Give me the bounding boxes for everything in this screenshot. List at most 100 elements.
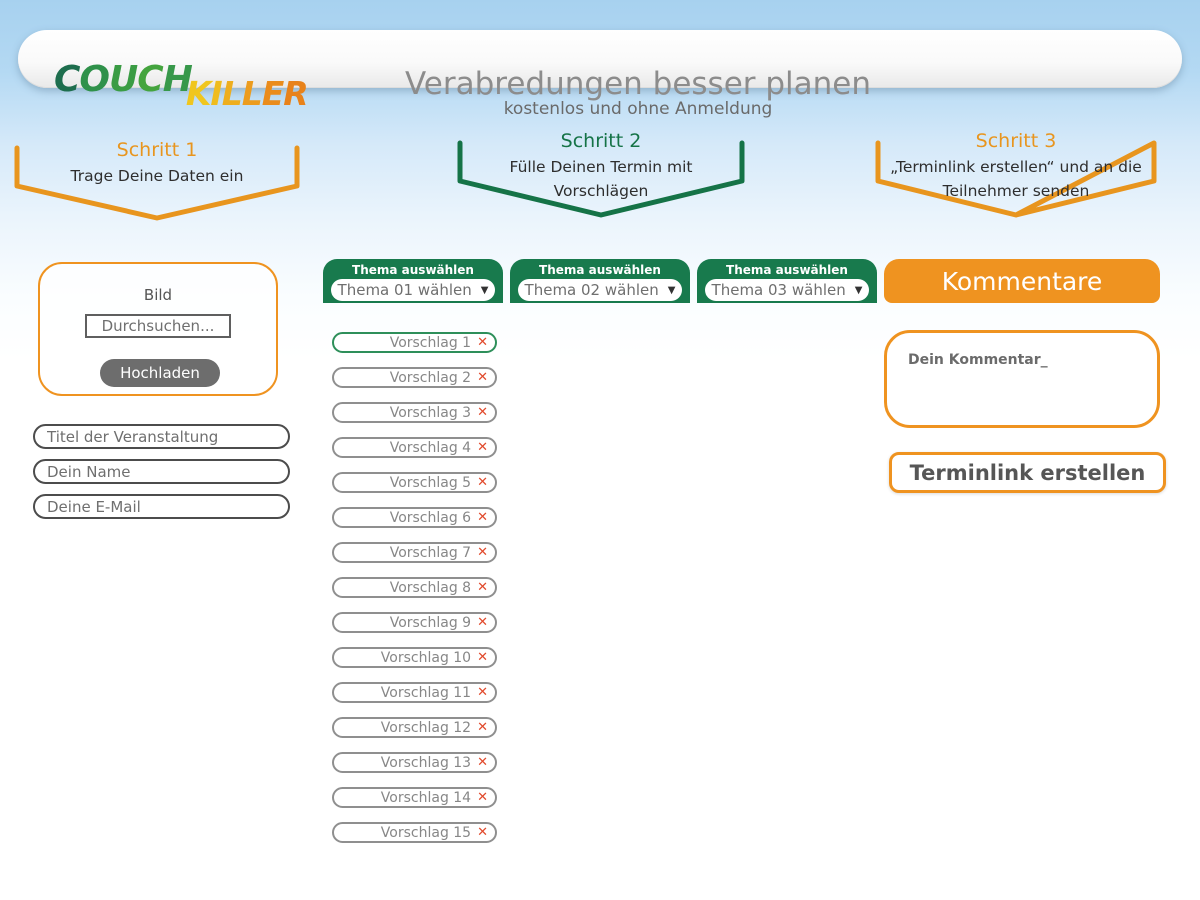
delete-icon[interactable]: ✕ (477, 790, 488, 805)
logo-word-killer: KILLER (185, 62, 309, 113)
browse-file-button[interactable]: Durchsuchen... (85, 314, 231, 338)
logo-letter: L (221, 74, 243, 113)
image-label: Bild (143, 286, 173, 304)
header-bar: COUCH KILLER Verabredungen besser planen… (18, 30, 1182, 119)
theme-1-dropdown[interactable]: Thema 01 wählen ▼ (331, 279, 495, 301)
proposal-pill-4[interactable]: Vorschlag 4 ✕ (332, 437, 497, 458)
delete-icon[interactable]: ✕ (477, 405, 488, 420)
couchkiller-logo: COUCH KILLER (54, 59, 309, 113)
comment-placeholder: Dein Kommentar_ (908, 352, 1048, 368)
delete-icon[interactable]: ✕ (477, 440, 488, 455)
logo-letter: U (109, 59, 138, 100)
delete-icon[interactable]: ✕ (477, 615, 488, 630)
theme-3-dropdown[interactable]: Thema 03 wählen ▼ (705, 279, 869, 301)
step1-subtitle: Trage Deine Daten ein (27, 164, 287, 188)
theme-2-dropdown[interactable]: Thema 02 wählen ▼ (518, 279, 682, 301)
page-title: Verabredungen besser planen (404, 66, 872, 102)
proposal-label: Vorschlag 9 (389, 614, 472, 631)
delete-icon[interactable]: ✕ (477, 755, 488, 770)
proposal-label: Vorschlag 13 (380, 754, 472, 771)
step2-line2: Vorschlägen (553, 182, 649, 200)
proposal-list: Vorschlag 1 ✕ Vorschlag 2 ✕ Vorschlag 3 … (332, 332, 497, 843)
proposal-pill-6[interactable]: Vorschlag 6 ✕ (332, 507, 497, 528)
chevron-down-icon: ▼ (480, 284, 489, 296)
chevron-down-icon: ▼ (667, 284, 676, 296)
proposal-label: Vorschlag 1 (389, 334, 472, 351)
theme-tab-2: Thema auswählen Thema 02 wählen ▼ (510, 259, 690, 303)
proposal-pill-10[interactable]: Vorschlag 10 ✕ (332, 647, 497, 668)
proposal-pill-8[interactable]: Vorschlag 8 ✕ (332, 577, 497, 598)
step2-subtitle: Fülle Deinen Termin mit Vorschlägen (461, 155, 741, 203)
delete-icon[interactable]: ✕ (477, 720, 488, 735)
proposal-label: Vorschlag 7 (389, 544, 472, 561)
theme-1-dropdown-value: Thema 01 wählen (337, 281, 472, 299)
proposal-pill-3[interactable]: Vorschlag 3 ✕ (332, 402, 497, 423)
proposal-label: Vorschlag 14 (380, 789, 472, 806)
proposal-pill-11[interactable]: Vorschlag 11 ✕ (332, 682, 497, 703)
logo-letter: C (54, 59, 80, 100)
proposal-pill-12[interactable]: Vorschlag 12 ✕ (332, 717, 497, 738)
proposal-label: Vorschlag 11 (380, 684, 472, 701)
delete-icon[interactable]: ✕ (477, 370, 488, 385)
step2-line1: Fülle Deinen Termin mit (509, 158, 693, 176)
proposal-label: Vorschlag 8 (389, 579, 472, 596)
email-input[interactable] (33, 494, 290, 519)
create-termlink-button[interactable]: Terminlink erstellen (889, 452, 1166, 493)
logo-word-couch: COUCH (54, 59, 193, 100)
page-subtitle: kostenlos und ohne Anmeldung (503, 99, 773, 119)
name-input[interactable] (33, 459, 290, 484)
logo-letter: H (162, 59, 193, 100)
logo-letter: L (241, 74, 263, 113)
proposal-pill-9[interactable]: Vorschlag 9 ✕ (332, 612, 497, 633)
delete-icon[interactable]: ✕ (477, 510, 488, 525)
proposal-label: Vorschlag 2 (389, 369, 472, 386)
upload-button[interactable]: Hochladen (100, 359, 220, 387)
step3-line1: „Terminlink erstellen“ und an die (890, 158, 1142, 176)
theme-tab-3-caption: Thema auswählen (726, 263, 848, 277)
theme-tab-3: Thema auswählen Thema 03 wählen ▼ (697, 259, 877, 303)
proposal-pill-13[interactable]: Vorschlag 13 ✕ (332, 752, 497, 773)
comments-header: Kommentare (884, 259, 1160, 303)
delete-icon[interactable]: ✕ (477, 580, 488, 595)
proposal-pill-7[interactable]: Vorschlag 7 ✕ (332, 542, 497, 563)
step1-line1: Trage Deine Daten ein (70, 167, 244, 185)
logo-letter: I (210, 74, 222, 113)
theme-3-dropdown-value: Thema 03 wählen (711, 281, 846, 299)
step2-title: Schritt 2 (560, 130, 642, 152)
logo-letter: K (185, 74, 212, 113)
delete-icon[interactable]: ✕ (477, 475, 488, 490)
image-upload-box: Bild Durchsuchen... Hochladen (38, 262, 278, 396)
proposal-label: Vorschlag 3 (389, 404, 472, 421)
proposal-pill-15[interactable]: Vorschlag 15 ✕ (332, 822, 497, 843)
proposal-pill-1[interactable]: Vorschlag 1 ✕ (332, 332, 497, 353)
delete-icon[interactable]: ✕ (477, 545, 488, 560)
delete-icon[interactable]: ✕ (477, 335, 488, 350)
step3-title: Schritt 3 (975, 130, 1057, 152)
theme-tab-2-caption: Thema auswählen (539, 263, 661, 277)
proposal-label: Vorschlag 12 (380, 719, 472, 736)
comment-textarea[interactable]: Dein Kommentar_ (884, 330, 1160, 428)
logo-letter: O (79, 59, 110, 100)
step1-title: Schritt 1 (116, 139, 198, 161)
proposal-label: Vorschlag 15 (380, 824, 472, 841)
delete-icon[interactable]: ✕ (477, 650, 488, 665)
logo-letter: C (137, 59, 163, 100)
logo-letter: R (283, 74, 308, 113)
theme-2-dropdown-value: Thema 02 wählen (524, 281, 659, 299)
proposal-label: Vorschlag 5 (389, 474, 472, 491)
step3-subtitle: „Terminlink erstellen“ und an die Teilne… (871, 155, 1161, 203)
theme-tab-1: Thema auswählen Thema 01 wählen ▼ (323, 259, 503, 303)
chevron-down-icon: ▼ (854, 284, 863, 296)
proposal-pill-5[interactable]: Vorschlag 5 ✕ (332, 472, 497, 493)
proposal-label: Vorschlag 10 (380, 649, 472, 666)
proposal-label: Vorschlag 6 (389, 509, 472, 526)
event-title-input[interactable] (33, 424, 290, 449)
step3-line2: Teilnehmer senden (942, 182, 1090, 200)
theme-tab-1-caption: Thema auswählen (352, 263, 474, 277)
proposal-pill-2[interactable]: Vorschlag 2 ✕ (332, 367, 497, 388)
proposal-pill-14[interactable]: Vorschlag 14 ✕ (332, 787, 497, 808)
delete-icon[interactable]: ✕ (477, 825, 488, 840)
logo-letter: E (261, 74, 285, 113)
delete-icon[interactable]: ✕ (477, 685, 488, 700)
